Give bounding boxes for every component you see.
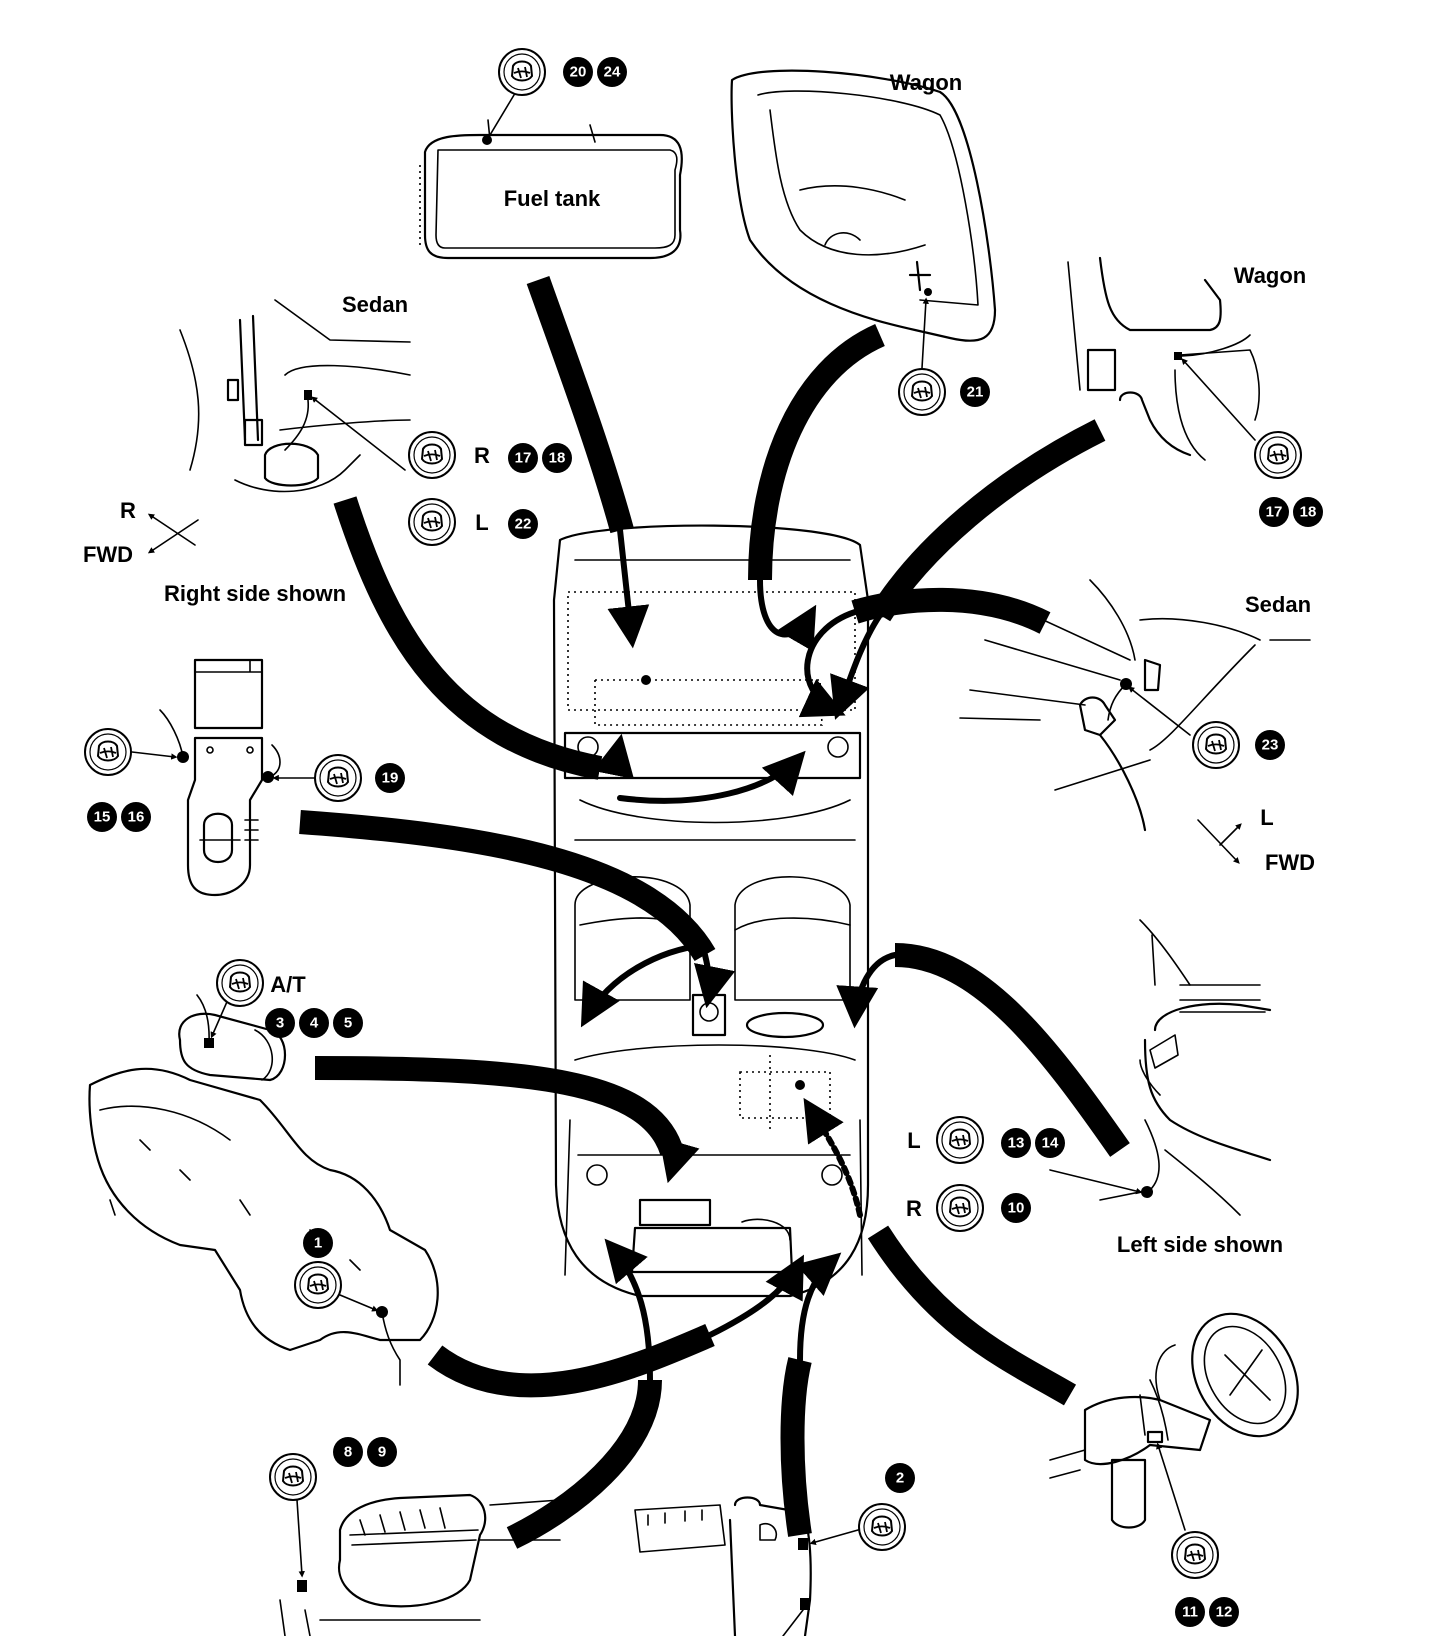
ground-number-15: 15 [87,802,117,832]
svg-text:12: 12 [1216,1604,1233,1621]
ground-number-1: 1 [303,1228,333,1258]
steering-column-inset: 11 12 [1049,1312,1299,1627]
direction-fwd-label-left: FWD [83,542,133,567]
svg-text:1: 1 [314,1235,322,1252]
svg-text:11: 11 [1182,1604,1198,1621]
ground-number-4: 4 [299,1008,329,1038]
front-fender-left-side-inset: L R 13 14 10 Left side shown [906,919,1283,1257]
ground-bolt-icon [408,431,456,479]
ground-bolt-icon [216,959,264,1007]
ground-number-8: 8 [333,1437,363,1467]
ground-bolt-icon [1192,721,1240,769]
side-r-label-2: R [906,1196,922,1221]
wagon-tailgate-inset: Wagon 21 [730,69,997,416]
fuel-tank-inset: Fuel tank 20 24 [419,48,683,260]
svg-text:9: 9 [378,1444,386,1461]
direction-l-label: L [1260,805,1273,830]
harness-arrows [580,527,898,1383]
ground-number-24: 24 [597,57,627,87]
ground-number-20: 20 [563,57,593,87]
ground-number-19: 19 [375,763,405,793]
harness-routing-bands [299,275,1130,1549]
ground-number-5: 5 [333,1008,363,1038]
at-label: A/T [270,972,306,997]
left-side-shown-label: Left side shown [1117,1232,1283,1257]
ground-number-12: 12 [1209,1597,1239,1627]
svg-text:20: 20 [570,64,587,81]
ground-bolt-icon [1254,431,1302,479]
svg-text:2: 2 [896,1470,904,1487]
wagon-label-top: Wagon [890,70,963,95]
svg-text:16: 16 [128,809,145,826]
vehicle-body-outline [552,524,870,1298]
ground-bolt-icon [936,1184,984,1232]
ground-bolt-icon [314,754,362,802]
battery-reservoir-inset: 2 [634,1463,915,1636]
svg-text:17: 17 [1266,504,1283,521]
svg-text:5: 5 [344,1015,352,1032]
svg-text:3: 3 [276,1015,284,1032]
direction-fwd-label-right: FWD [1265,850,1315,875]
svg-text:13: 13 [1008,1135,1025,1152]
ground-number-18-b: 18 [1293,497,1323,527]
ground-bolt-icon [1171,1531,1219,1579]
wagon-label-right: Wagon [1234,263,1307,288]
ground-bolt-icon [84,728,132,776]
svg-text:14: 14 [1042,1135,1059,1152]
side-r-label-1: R [474,443,490,468]
engine-transmission-inset: A/T 3 4 5 1 [88,959,439,1386]
ground-number-2: 2 [885,1463,915,1493]
ground-bolt-icon [936,1116,984,1164]
right-side-shown-label: Right side shown [164,581,346,606]
ground-bolt-icon [269,1453,317,1501]
svg-text:15: 15 [94,809,111,826]
svg-text:10: 10 [1008,1200,1025,1217]
ground-number-9: 9 [367,1437,397,1467]
ground-number-17: 17 [508,443,538,473]
side-l-label-1: L [475,510,488,535]
sedan-trunk-left-side-inset: Sedan 23 L FWD [959,579,1315,875]
svg-text:24: 24 [604,64,621,81]
ground-bolt-icon [898,368,946,416]
svg-text:8: 8 [344,1444,352,1461]
ground-bolt-icon [408,498,456,546]
ground-bolt-icon [858,1503,906,1551]
svg-text:18: 18 [1300,504,1317,521]
ground-number-23: 23 [1255,730,1285,760]
ground-number-3: 3 [265,1008,295,1038]
sedan-label-left: Sedan [342,292,408,317]
fuel-tank-label: Fuel tank [504,186,601,211]
svg-text:21: 21 [967,384,984,401]
center-console-unit-inset: 19 15 16 [84,658,405,897]
svg-text:22: 22 [515,516,532,533]
svg-text:23: 23 [1262,737,1279,754]
ground-number-16: 16 [121,802,151,832]
ground-bolt-icon [498,48,546,96]
ground-number-22: 22 [508,509,538,539]
ground-bolt-icon [294,1261,342,1309]
ground-number-17-b: 17 [1259,497,1289,527]
svg-text:4: 4 [310,1015,319,1032]
svg-text:18: 18 [549,450,566,467]
ground-number-10: 10 [1001,1193,1031,1223]
ground-number-13: 13 [1001,1128,1031,1158]
svg-text:17: 17 [515,450,532,467]
side-l-label-2: L [907,1128,920,1153]
wagon-rear-pillar-inset: Wagon 17 18 [1067,256,1323,527]
ground-number-11: 11 [1175,1597,1205,1627]
sedan-label-right: Sedan [1245,592,1311,617]
direction-r-label: R [120,498,136,523]
sedan-trunk-right-side-inset: Sedan R L 17 18 22 R FWD Right side show… [83,292,572,606]
ground-number-21: 21 [960,377,990,407]
air-cleaner-inset: 8 9 [269,1437,561,1636]
ground-number-14: 14 [1035,1128,1065,1158]
svg-text:19: 19 [382,770,399,787]
ground-number-18: 18 [542,443,572,473]
